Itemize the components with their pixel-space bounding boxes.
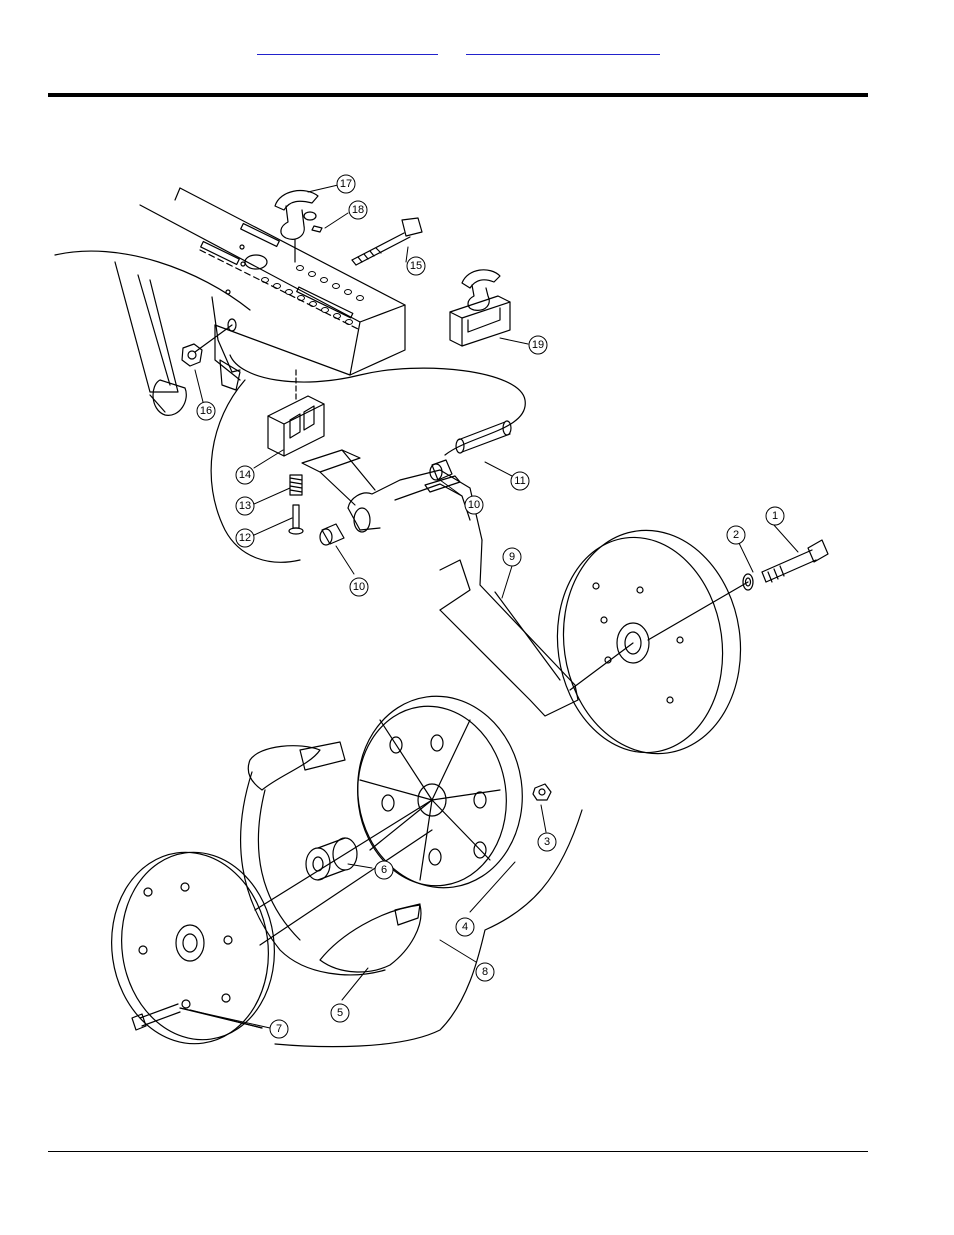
callout-6: 6: [381, 864, 387, 876]
callout-18: 18: [352, 204, 364, 216]
callout-7: 7: [276, 1023, 282, 1035]
callout-14: 14: [239, 469, 251, 481]
callout-10-upper: 10: [468, 499, 480, 511]
axle-bolt: [762, 540, 828, 582]
mounting-frame: [55, 188, 525, 562]
pin: [289, 505, 303, 534]
assembly-outline: [275, 810, 582, 1047]
callout-9: 9: [509, 551, 515, 563]
gauge-wheel-inner: [99, 842, 286, 1054]
washer: [648, 574, 753, 640]
callout-8: 8: [482, 966, 488, 978]
callout-3: 3: [544, 836, 550, 848]
footer-rule: [48, 1151, 868, 1152]
latch-assembly: [450, 270, 510, 346]
callout-13: 13: [239, 500, 251, 512]
callout-11: 11: [514, 475, 525, 487]
t-handle-latch: [275, 191, 322, 262]
callout-12: 12: [239, 532, 251, 544]
wheel-hub: [345, 686, 534, 899]
callout-10-lower: 10: [353, 581, 365, 593]
callout-19: 19: [532, 339, 544, 351]
callout-4: 4: [462, 921, 468, 933]
callout-17: 17: [340, 178, 352, 190]
callout-1: 1: [772, 510, 778, 522]
gauge-wheel-outer: [544, 519, 755, 765]
callout-5: 5: [337, 1007, 343, 1019]
callout-2: 2: [733, 529, 739, 541]
callout-16: 16: [200, 405, 212, 417]
bushing-lower: [320, 524, 344, 545]
hex-nut-3: [533, 784, 551, 800]
gauge-wheel-arm: [302, 450, 578, 716]
hex-nut-16: [182, 344, 202, 366]
spring: [290, 475, 302, 495]
spring-block: [268, 370, 324, 456]
callout-15: 15: [410, 260, 422, 272]
